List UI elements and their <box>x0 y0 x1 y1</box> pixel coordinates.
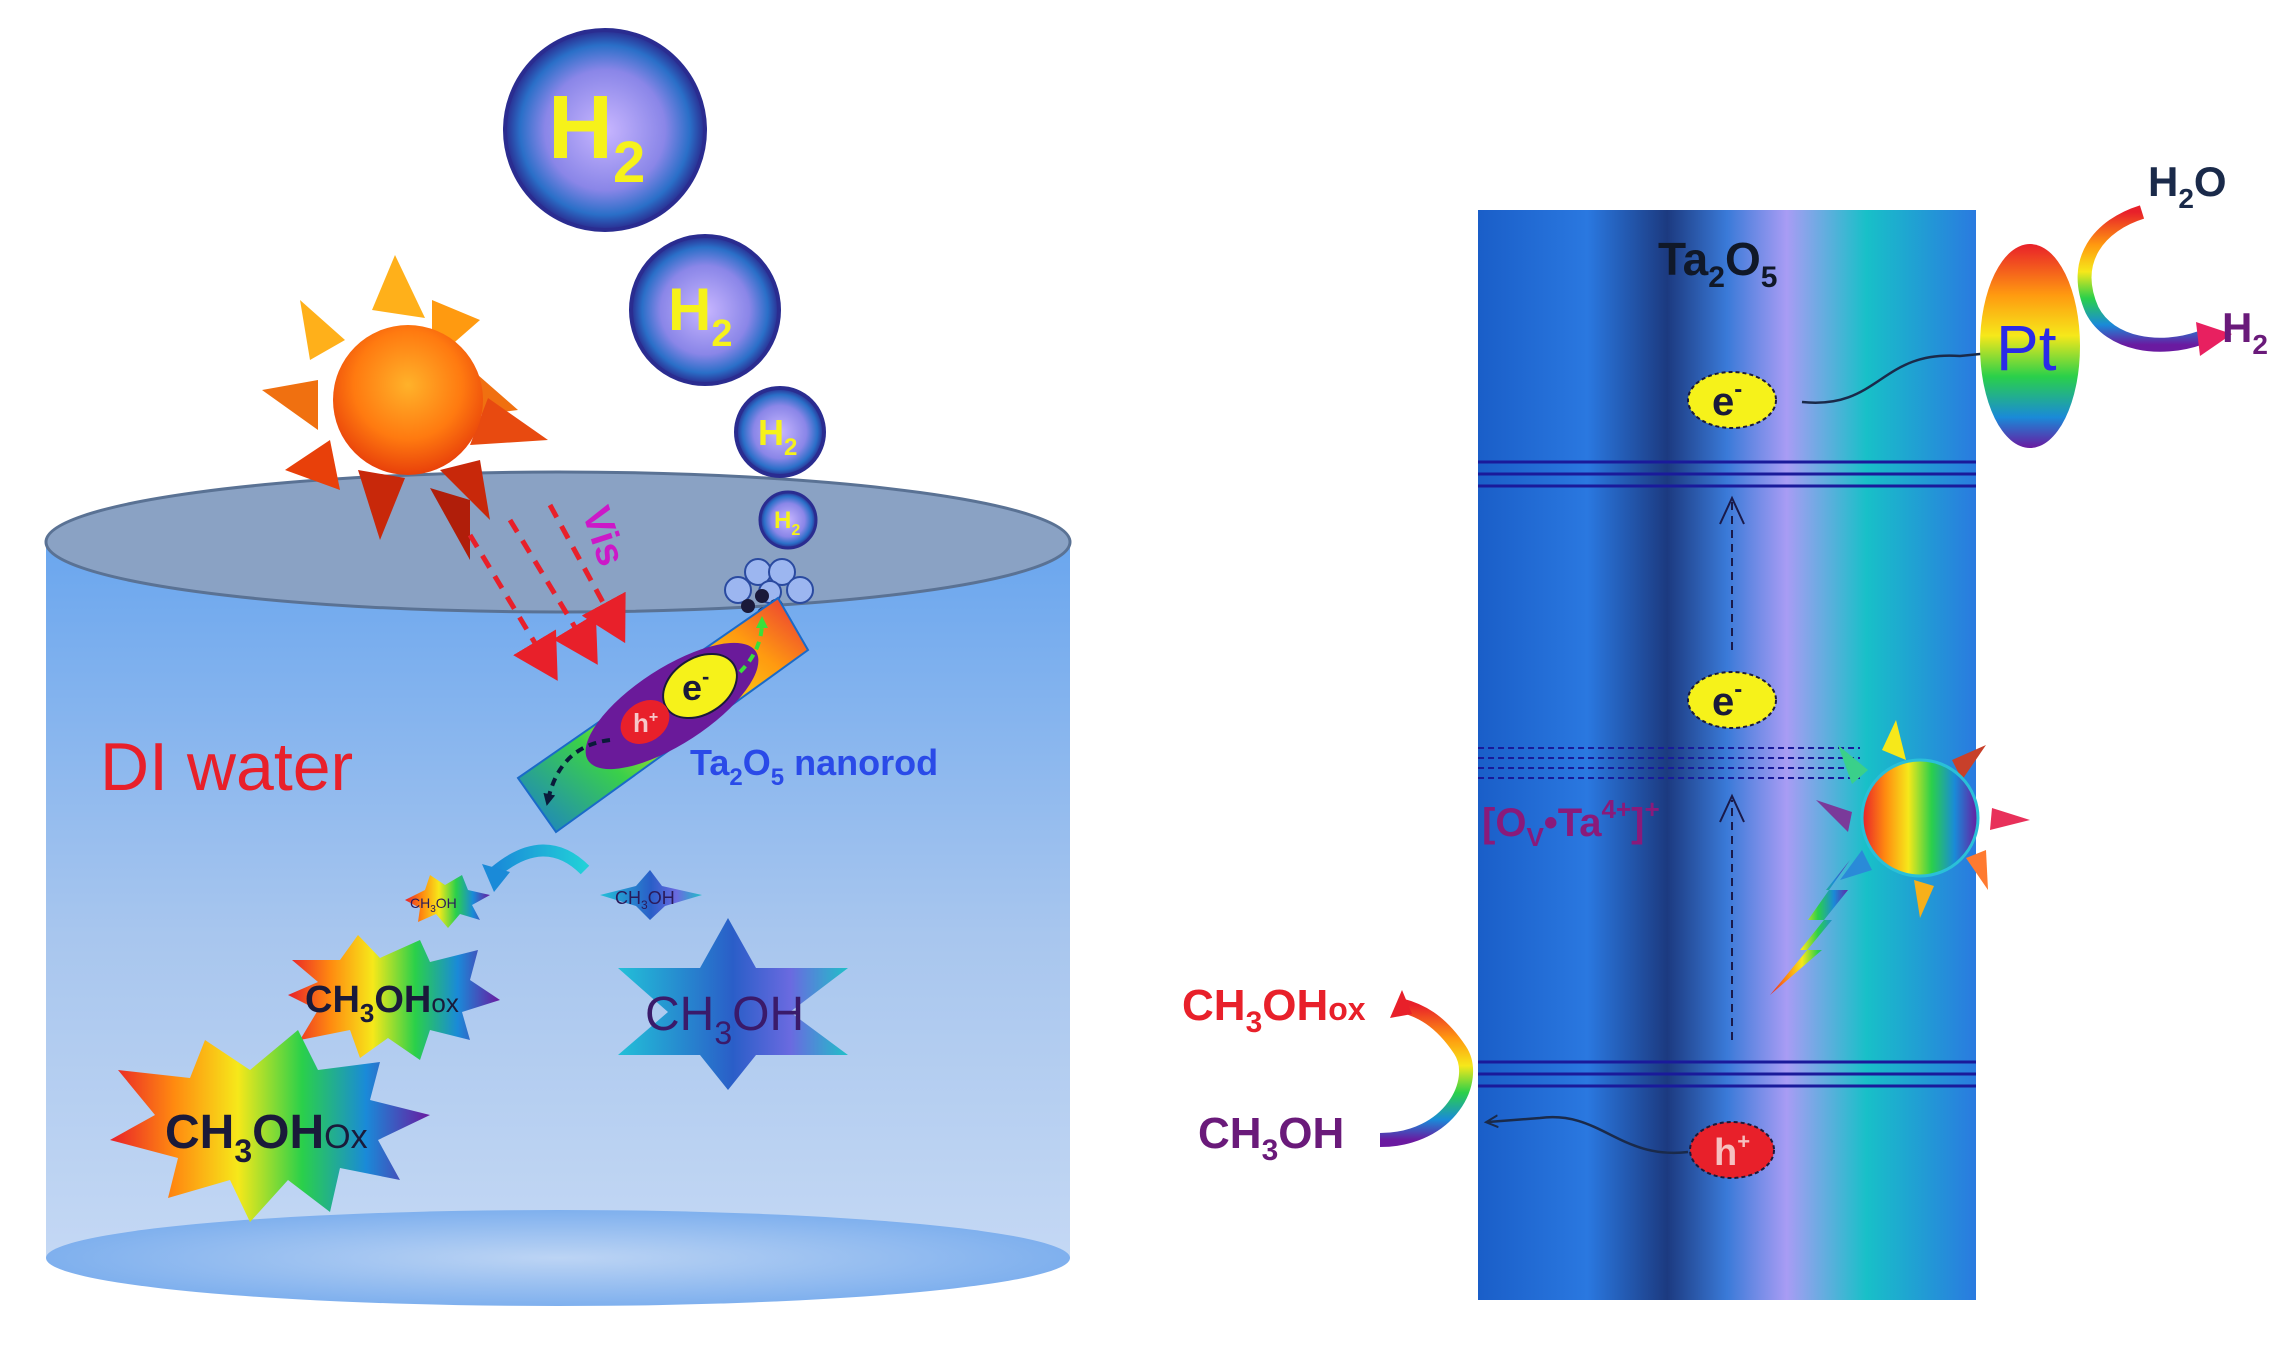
hole-valence-band: h+ <box>1689 1121 1775 1179</box>
svg-text:H2: H2 <box>668 276 732 355</box>
water-reduction-arrowhead <box>2196 322 2232 356</box>
svg-text:e-: e- <box>1712 376 1742 424</box>
semiconductor-label: Ta2O5 <box>1658 233 1777 294</box>
hole-path-arrow <box>543 738 611 806</box>
ta2o5-nanorod: e- h+ <box>516 596 810 834</box>
ch3ohox-medium-molecule: CH3OHox <box>288 935 500 1060</box>
pt-cocatalyst: Pt <box>1980 244 2080 448</box>
svg-text:CH3OHOx: CH3OHOx <box>165 1106 368 1169</box>
svg-text:H2: H2 <box>774 507 800 539</box>
conduction-band <box>1478 460 1976 488</box>
light-bolt-icon <box>1770 860 1850 995</box>
rainbow-sun-icon <box>1816 720 2030 918</box>
methanol-oxidation-arc <box>1379 998 1474 1147</box>
conversion-arc-arrow <box>491 844 590 877</box>
svg-text:e-: e- <box>1712 676 1742 724</box>
ch3oh-small-molecule: CH3OH <box>600 870 702 920</box>
electron-defect-state: e- <box>1687 671 1777 729</box>
water-reduction-arc <box>2077 205 2203 352</box>
svg-text:H2: H2 <box>548 78 645 195</box>
defect-state-levels <box>1478 747 1860 779</box>
svg-text:CH3OHox: CH3OHox <box>305 979 459 1028</box>
conversion-arc-head <box>482 864 510 892</box>
h2o-label: H2O <box>2148 158 2227 214</box>
ch3oh-large-molecule: CH3OH <box>618 918 848 1090</box>
h2-bubble-2: H2 <box>629 234 781 386</box>
di-water-label: DI water <box>100 729 353 805</box>
electron-path-arrow <box>738 616 768 674</box>
hole-in-rod <box>620 700 670 744</box>
methanol-oxidation-arrowhead <box>1390 990 1412 1018</box>
excitation-arrow-upper-head <box>1719 495 1745 525</box>
h2-bubble-3: H2 <box>734 386 826 478</box>
svg-text:CH3OH: CH3OH <box>645 988 804 1051</box>
h2-bubble-1: H2 <box>503 28 707 232</box>
nanorod-label: Ta2O5 nanorod <box>690 742 938 791</box>
ch3ohox-small-molecule: CH3OH <box>405 875 490 928</box>
svg-text:H2: H2 <box>758 412 797 461</box>
valence-band <box>1478 1060 1976 1088</box>
svg-text:h+: h+ <box>1714 1129 1750 1174</box>
electron-conduction-band: e- <box>1687 371 1777 429</box>
svg-text:CH3OH: CH3OH <box>615 888 675 912</box>
defect-state-label: [OV•Ta4+]+ <box>1482 794 1660 852</box>
ch3ohox-large-molecule: CH3OHOx <box>110 1030 430 1222</box>
hole-transfer-arrow <box>1488 1117 1689 1155</box>
methanol-oxidized-label: CH3OHox <box>1182 981 1366 1039</box>
excitation-arrow-lower-head <box>1719 793 1745 823</box>
tank-top-surface <box>44 470 1072 614</box>
svg-text:h+: h+ <box>633 708 658 738</box>
h2-bubble-4: H2 <box>758 490 818 550</box>
h2-product-label: H2 <box>2222 304 2268 360</box>
electron-transfer-arrow <box>1801 352 2000 404</box>
visible-light-arrows <box>467 503 626 681</box>
svg-text:e-: e- <box>682 664 709 708</box>
tank-bottom <box>46 1210 1070 1306</box>
methanol-label: CH3OH <box>1198 1109 1344 1167</box>
svg-text:CH3OH: CH3OH <box>410 895 457 915</box>
pt-label: Pt <box>1996 312 2057 384</box>
sun-icon <box>262 255 548 560</box>
